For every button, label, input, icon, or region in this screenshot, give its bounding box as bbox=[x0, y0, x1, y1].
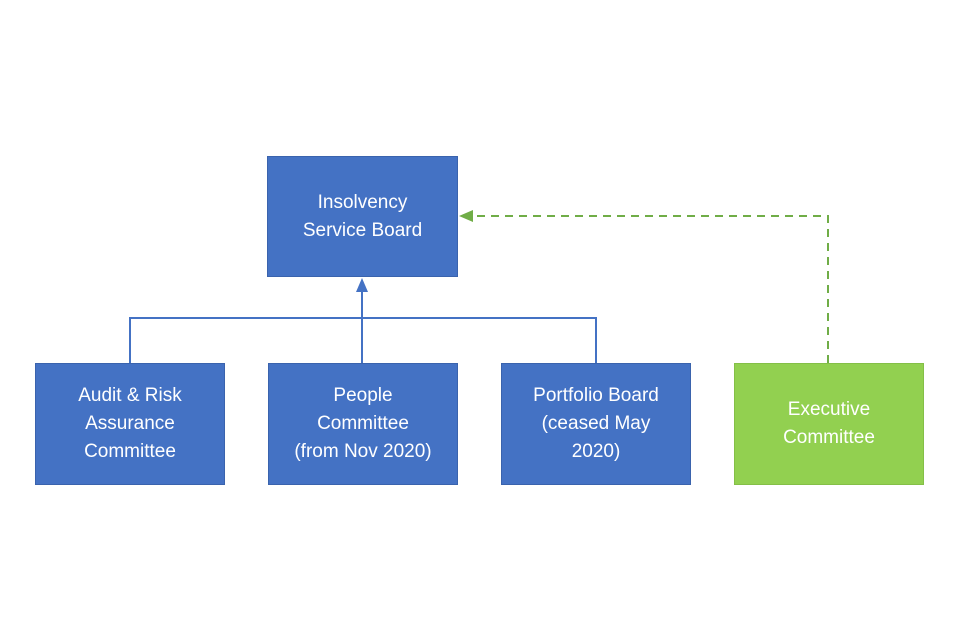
audit-risk-committee-node: Audit & Risk Assurance Committee bbox=[35, 363, 225, 485]
node-label: Executive Committee bbox=[783, 399, 875, 448]
arrowhead-up-icon bbox=[356, 278, 368, 292]
node-label: Portfolio Board (ceased May 2020) bbox=[533, 385, 659, 462]
connector-executive-to-board bbox=[472, 215, 829, 363]
connector-audit-to-board bbox=[129, 317, 362, 363]
executive-committee-node: Executive Committee bbox=[734, 363, 924, 485]
node-label: People Committee (from Nov 2020) bbox=[294, 385, 432, 462]
node-label: Insolvency Service Board bbox=[302, 191, 423, 241]
insolvency-service-board-node: Insolvency Service Board bbox=[267, 156, 458, 277]
people-committee-node: People Committee (from Nov 2020) bbox=[268, 363, 458, 485]
node-label: Audit & Risk Assurance Committee bbox=[78, 385, 182, 462]
portfolio-board-node: Portfolio Board (ceased May 2020) bbox=[501, 363, 691, 485]
arrowhead-left-icon bbox=[459, 210, 473, 222]
connector-portfolio-to-board bbox=[362, 317, 597, 363]
